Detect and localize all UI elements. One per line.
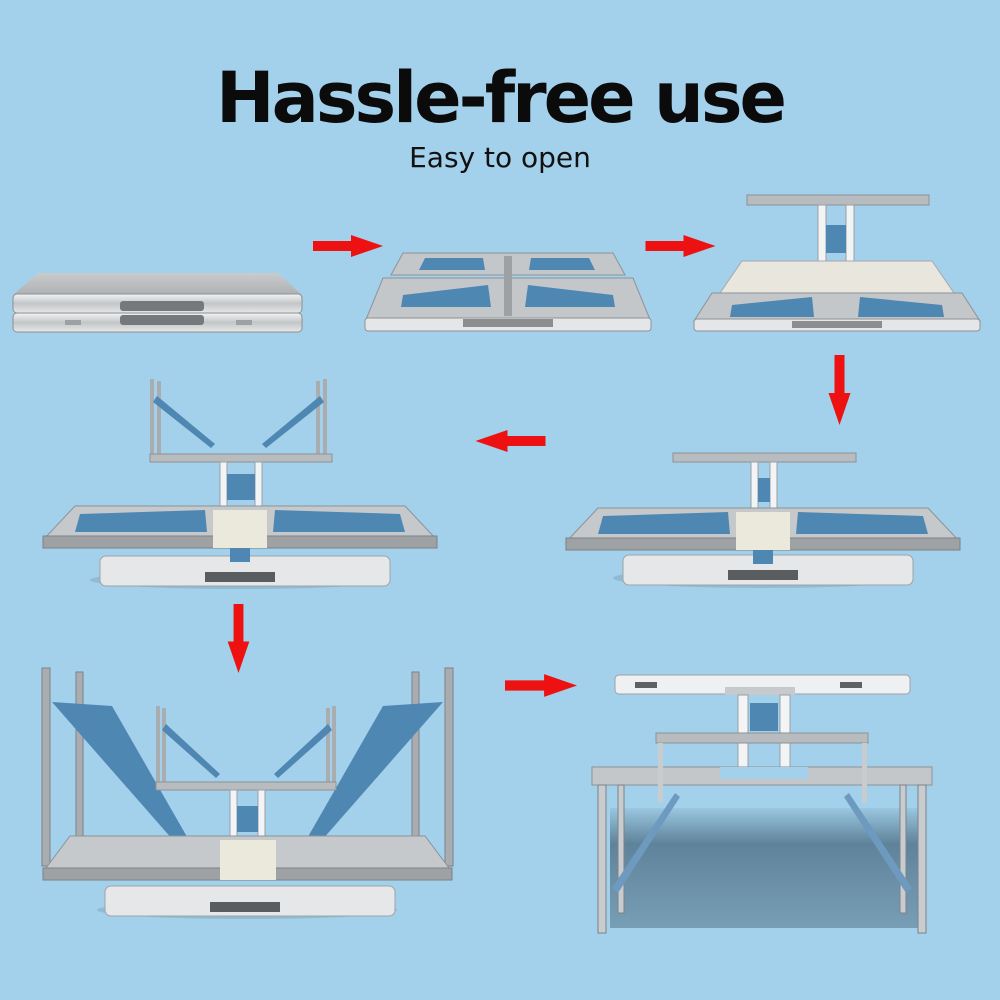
upper-legs-illustration [41,379,439,589]
arrow-right-3 [505,674,577,697]
arrow-right-2 [645,235,716,257]
step-3-center-post-raised [692,193,982,335]
step-2-case-opened [363,250,653,335]
arrow-left-1 [475,430,546,452]
top-lifted-illustration [564,452,962,588]
folded-case-illustration [12,273,303,333]
step-6-all-legs-unfolded [40,666,455,920]
page-title: Hassle-free use [216,57,787,139]
arrow-down-2 [227,604,250,673]
step-4-top-lifted [558,450,968,590]
step-1-folded-case [10,270,305,335]
center-post-illustration [693,194,981,332]
arrow-right-icon [645,235,716,257]
arrow-left-icon [475,430,546,452]
arrow-down-1 [828,355,851,425]
opened-case-illustration [364,252,652,332]
page-subtitle: Easy to open [409,141,591,174]
arrow-right-1 [313,235,383,257]
arrow-right-icon [313,235,383,257]
arrow-down-icon [227,604,250,673]
all-legs-illustration [41,667,454,919]
arrow-down-icon [828,355,851,425]
assembled-table-illustration [591,674,933,934]
arrow-right-icon [505,674,577,697]
step-7-picnic-table-assembled [590,673,935,938]
step-5-legs-unfolded-upper [35,376,447,590]
